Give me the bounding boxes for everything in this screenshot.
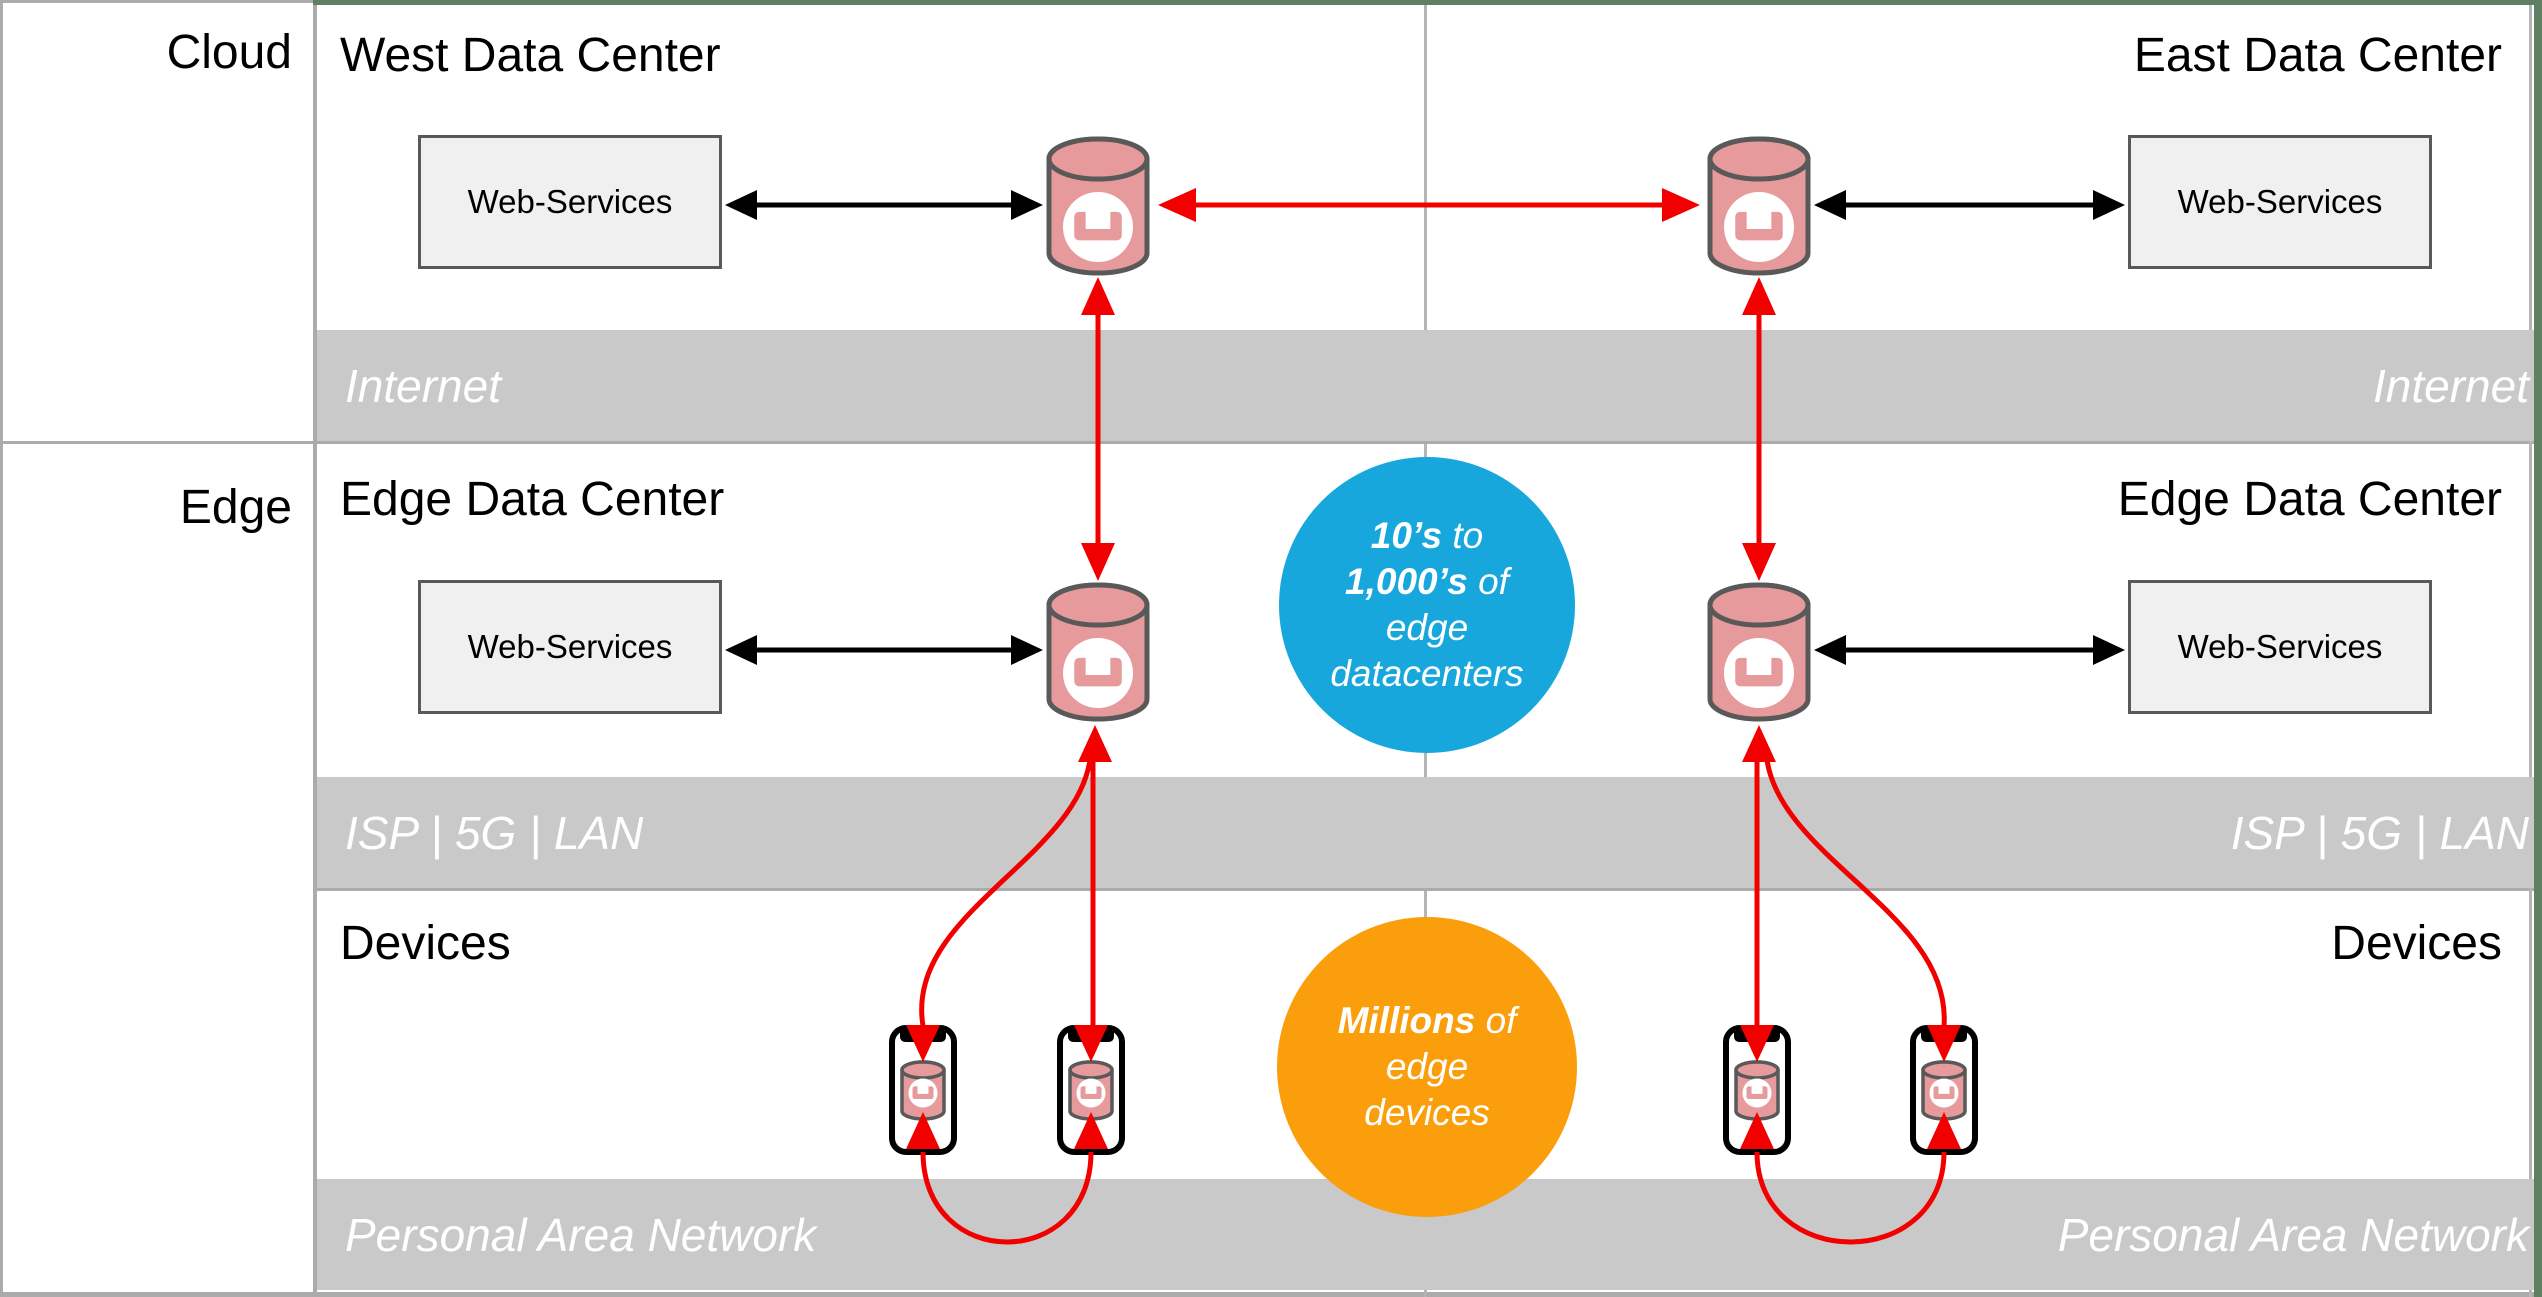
callout-line: datacenters	[1330, 653, 1524, 694]
title-east-devices: Devices	[2331, 917, 2502, 970]
isp-bar-west: ISP | 5G | LAN	[317, 777, 1452, 888]
couchbase-server-icon-east-cloud	[1710, 139, 1808, 273]
border-top-left	[0, 0, 315, 3]
device-sync-curve-west	[906, 759, 1093, 1062]
p2p-sync-arrow-west	[906, 1112, 1108, 1245]
internet-bar-west-label: Internet	[345, 359, 501, 412]
device-sync-curve-east	[1764, 759, 1961, 1062]
pan-bar-west: Personal Area Network	[317, 1179, 1452, 1290]
title-west-devices: Devices	[340, 917, 511, 970]
internet-bar-east-label: Internet	[2373, 359, 2529, 412]
sync-arrow-west-cloud-edge	[1081, 277, 1115, 581]
couchbase-server-icon-east-edge	[1710, 585, 1808, 719]
border-left	[0, 0, 3, 1297]
title-east-edge-data-center: Edge Data Center	[2117, 473, 2502, 526]
callout-line: 10’s to	[1370, 515, 1484, 556]
sync-arrow-east-cloud-edge	[1742, 277, 1776, 581]
slide-edge-top	[313, 0, 2542, 5]
web-services-box-east-cloud: Web-Services	[2128, 135, 2432, 269]
internet-bar-east: Internet	[1427, 330, 2542, 441]
pan-bar-east-label: Personal Area Network	[2057, 1208, 2529, 1261]
ws-db-arrow-east-cloud	[1814, 190, 2125, 220]
edge-datacenters-callout: 10’s to 1,000’s of edge datacenters	[1279, 457, 1575, 753]
couchbase-server-icon-west-edge	[1049, 585, 1147, 719]
callout-line: devices	[1364, 1092, 1490, 1133]
xdcr-arrow-cloud-to-cloud	[1158, 188, 1700, 222]
ws-db-arrow-east-edge	[1814, 635, 2125, 665]
isp-bar-west-label: ISP | 5G | LAN	[345, 806, 644, 859]
device-sync-straight-east	[1740, 725, 1776, 1062]
title-west-data-center: West Data Center	[340, 29, 721, 82]
web-services-box-east-edge: Web-Services	[2128, 580, 2432, 714]
border-right-inner	[2529, 0, 2532, 1297]
p2p-sync-arrow-east	[1740, 1112, 1961, 1245]
web-services-label: Web-Services	[467, 628, 673, 665]
internet-bar-west: Internet	[317, 330, 1452, 441]
ws-db-arrow-west-cloud	[725, 190, 1043, 220]
label-column-divider	[313, 0, 317, 1297]
web-services-box-west-cloud: Web-Services	[418, 135, 722, 269]
layer-label-cloud: Cloud	[166, 26, 292, 79]
edge-devices-divider	[315, 888, 2542, 891]
isp-bar-east-label: ISP | 5G | LAN	[2230, 806, 2529, 859]
cloud-edge-divider	[0, 441, 2542, 444]
callout-line: edge	[1385, 1046, 1469, 1087]
pan-bar-east: Personal Area Network	[1427, 1179, 2542, 1290]
slide-edge-right	[2534, 0, 2542, 1297]
web-services-label: Web-Services	[467, 183, 673, 220]
title-east-data-center: East Data Center	[2133, 29, 2502, 82]
callout-line: edge	[1385, 607, 1469, 648]
title-west-edge-data-center: Edge Data Center	[340, 473, 725, 526]
pan-bar-west-label: Personal Area Network	[345, 1208, 817, 1261]
web-services-box-west-edge: Web-Services	[418, 580, 722, 714]
device-sync-straight-west	[1074, 725, 1112, 1062]
ws-db-arrow-west-edge	[725, 635, 1043, 665]
callout-line: Millions of	[1337, 1000, 1517, 1041]
edge-devices-callout: Millions of edge devices	[1277, 917, 1577, 1217]
isp-bar-east: ISP | 5G | LAN	[1427, 777, 2542, 888]
callout-line: 1,000’s of	[1345, 561, 1509, 602]
web-services-label: Web-Services	[2177, 183, 2383, 220]
border-bottom	[0, 1292, 2542, 1297]
layer-label-edge: Edge	[179, 481, 292, 534]
couchbase-server-icon-west-cloud	[1049, 139, 1147, 273]
web-services-label: Web-Services	[2177, 628, 2383, 665]
